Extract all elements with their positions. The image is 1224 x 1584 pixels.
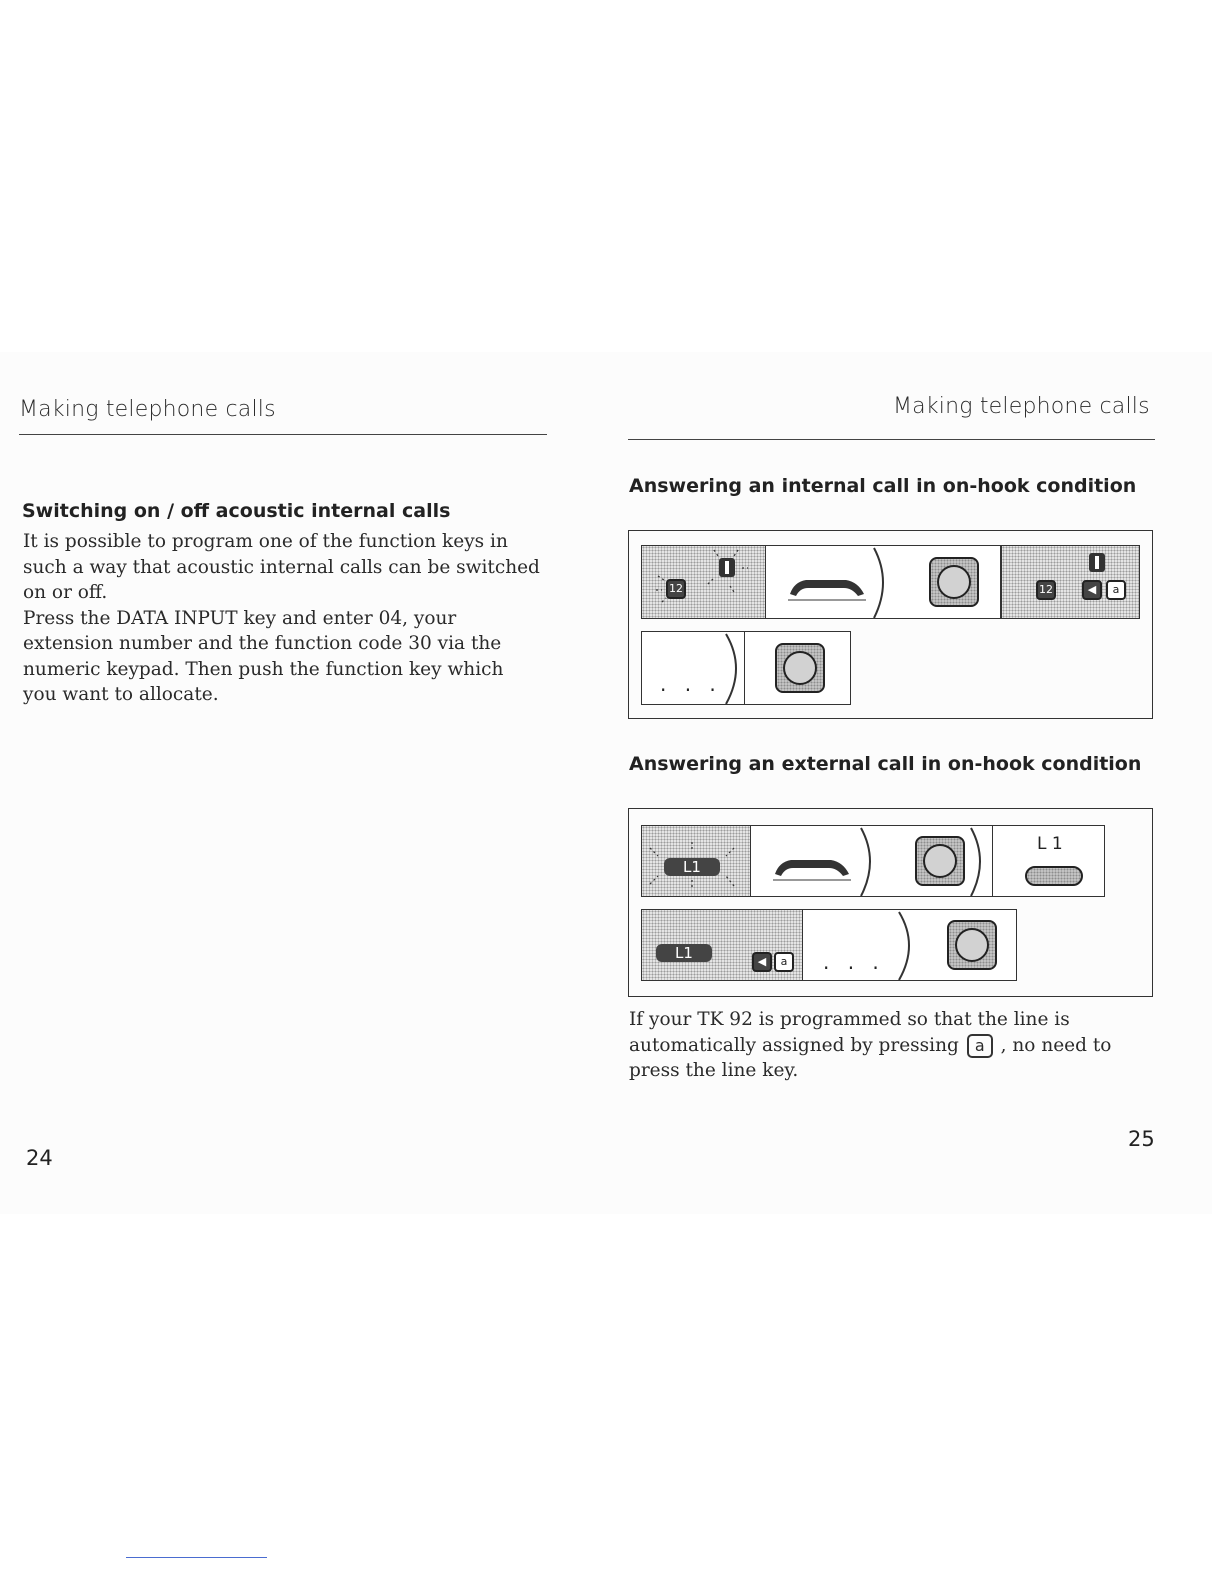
external-call-diagram: L1 L 1 L1 ◀ a . . . <box>628 808 1153 997</box>
a-key-cell <box>895 545 1001 619</box>
left-page-header: Making telephone calls <box>19 397 276 422</box>
display-badge: 12 <box>1036 580 1056 600</box>
a-key-cell <box>745 631 851 705</box>
paragraph-line: Press the DATA INPUT key and enter 04, y… <box>23 607 457 629</box>
paragraph-line: numeric keypad. Then push the function k… <box>23 658 504 680</box>
right-section2-title: Answering an external call in on-hook co… <box>629 753 1142 775</box>
display-badge: 12 <box>666 579 686 599</box>
line-key-cell: L 1 <box>993 825 1105 897</box>
blinking-led-icon <box>649 842 735 888</box>
blinking-led-icon <box>656 549 748 603</box>
line-key-label: L 1 <box>1037 834 1063 854</box>
bracket-icon <box>725 633 737 704</box>
handset-icon <box>788 547 884 618</box>
handset-cell <box>766 545 899 619</box>
bracket-icon <box>898 911 910 980</box>
continue-dots: . . . <box>660 672 722 696</box>
a-key-small-icon: a <box>774 952 794 972</box>
a-key-small-icon: a <box>1106 580 1126 600</box>
paragraph-line: It is possible to program one of the fun… <box>23 531 508 552</box>
line-key-icon: L1 <box>656 944 712 962</box>
page-spread <box>0 352 1212 1214</box>
note-line: If your TK 92 is programmed so that the … <box>629 1009 1070 1030</box>
blinking-line-cell: L1 <box>641 825 751 897</box>
handset-icon <box>773 827 871 896</box>
speaker-key-icon: ◀ <box>1082 580 1102 600</box>
note-line: press the line key. <box>629 1060 799 1081</box>
right-page-header: Making telephone calls <box>893 394 1150 419</box>
left-paragraph: It is possible to program one of the fun… <box>23 529 553 708</box>
a-key-icon <box>915 836 965 886</box>
paragraph-line: extension number and the function code 3… <box>23 633 502 654</box>
a-key-cell <box>915 909 1017 981</box>
a-key-icon <box>929 557 979 607</box>
paragraph-line: on or off. <box>23 582 108 603</box>
line-key-icon <box>1025 866 1083 886</box>
left-section-title: Switching on / off acoustic internal cal… <box>22 500 451 522</box>
paragraph-line: such a way that acoustic internal calls … <box>23 556 540 578</box>
note-text: , no need to <box>1000 1034 1112 1056</box>
line-active-cell: L1 ◀ a <box>641 909 803 981</box>
left-page-number: 24 <box>26 1146 53 1170</box>
paragraph-line: you want to allocate. <box>23 684 219 705</box>
a-key-icon <box>775 643 825 693</box>
note-line: automatically assigned by pressing a , n… <box>629 1033 1169 1059</box>
speaker-key-icon: ◀ <box>752 952 772 972</box>
line-key-icon: L1 <box>664 858 720 876</box>
a-key-inline-icon: a <box>966 1033 993 1058</box>
internal-call-diagram: 12 12 ◀ a . . . <box>628 530 1153 719</box>
note-text: automatically assigned by pressing <box>629 1034 959 1056</box>
dots-cell: . . . <box>641 631 745 705</box>
a-key-cell <box>881 825 993 897</box>
dots-cell: . . . <box>803 909 919 981</box>
a-key-icon <box>947 920 997 970</box>
led-on-icon <box>1089 553 1105 572</box>
right-header-rule <box>628 439 1155 440</box>
bracket-icon <box>970 827 981 896</box>
left-header-rule <box>19 434 547 435</box>
blinking-display-cell: 12 <box>641 545 766 619</box>
right-section1-title: Answering an internal call in on-hook co… <box>629 475 1137 497</box>
result-display-cell: 12 ◀ a <box>1001 545 1140 619</box>
note-paragraph: If your TK 92 is programmed so that the … <box>629 1007 1169 1084</box>
handset-cell <box>751 825 885 897</box>
bottom-link-underline <box>126 1557 267 1558</box>
right-page-number: 25 <box>1128 1127 1155 1151</box>
continue-dots: . . . <box>823 950 885 974</box>
